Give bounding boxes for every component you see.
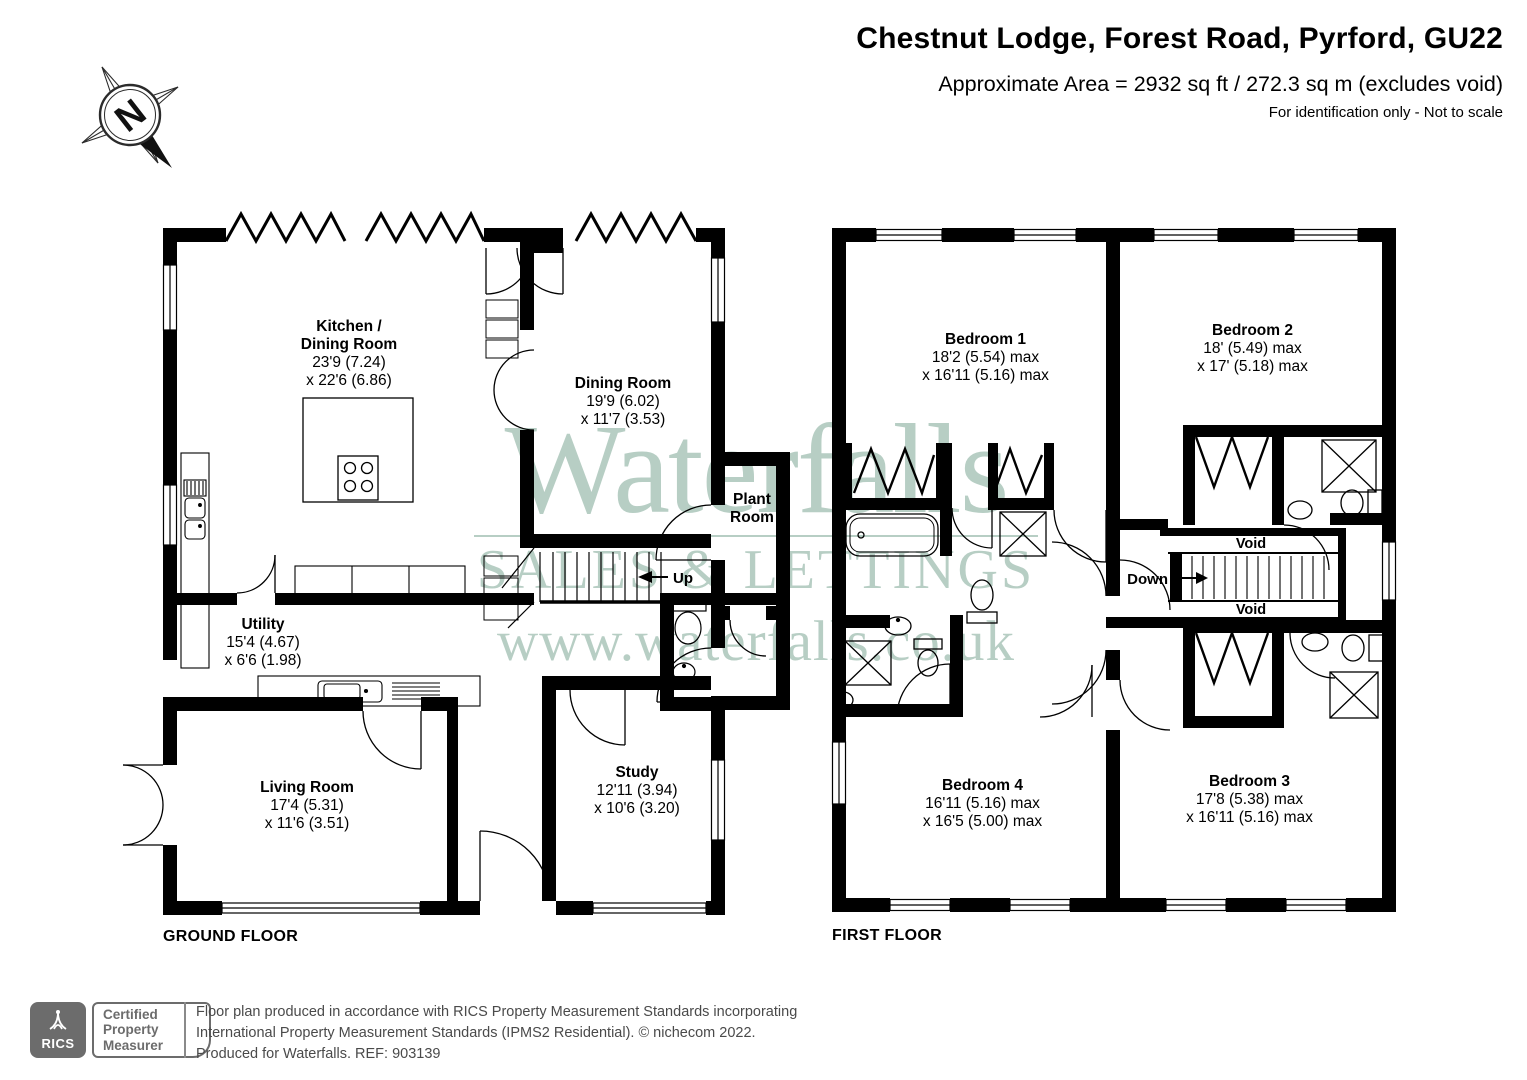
badge-line: Measurer [103,1037,164,1053]
ground-door-arcs [122,247,767,902]
room-label-bedroom-2: Bedroom 2 18' (5.49) max x 17' (5.18) ma… [1197,322,1308,375]
room-label-utility: Utility 15'4 (4.67) x 6'6 (1.98) [224,616,302,669]
ground-floor-label: GROUND FLOOR [163,928,299,945]
down-label: Down [1127,571,1168,588]
room-label-bedroom-4: Bedroom 4 16'11 (5.16) max x 16'5 (5.00)… [922,777,1043,830]
room-label-plant-room: Plant Room [730,491,774,526]
ensuite-fixtures [832,439,1384,719]
footer-line-3: Produced for Waterfalls. REF: 903139 [196,1046,441,1062]
room-label-kitchen-dining: Kitchen / Dining Room 23'9 (7.24) x 22'6… [300,318,398,389]
footer-divider [184,1002,186,1058]
compass-rose-icon: N [81,66,179,168]
void-top-label: Void [1236,536,1266,552]
ground-walls [163,228,790,915]
identification-note: For identification only - Not to scale [1268,104,1503,121]
stairs-up: Up [501,547,693,629]
wc-toilet-icon [669,599,707,682]
utility-sink-counter [257,675,481,707]
first-walls [832,228,1396,912]
badge-line: Certified [103,1006,158,1022]
approximate-area: Approximate Area = 2932 sq ft / 272.3 sq… [938,72,1503,96]
ground-floor-plan: Up [122,210,790,915]
rics-logo: RICS [30,1002,86,1058]
footer-disclaimer: Floor plan produced in accordance with R… [196,1002,797,1065]
first-floor-plan: Down Void Void [831,228,1397,912]
certified-property-measurer-badge: Certified Property Measurer [92,1002,211,1058]
wardrobe-zigzags [852,433,1270,687]
shower-icon [844,439,1379,719]
rics-lyre-icon [49,1010,67,1030]
stairs-down: Down Void Void [1127,536,1338,618]
footer-line-2: International Property Measurement Stand… [196,1025,756,1041]
room-label-living-room: Living Room 17'4 (5.31) x 11'6 (3.51) [260,779,354,832]
up-arrow-icon [638,571,652,583]
kitchen-bench [294,565,466,595]
page-title: Chestnut Lodge, Forest Road, Pyrford, GU… [856,22,1503,55]
rics-org-label: RICS [41,1036,75,1051]
rics-badge: RICS Certified Property Measurer [30,1002,211,1058]
first-windows [831,228,1397,912]
kitchen-counter-sink [180,452,210,669]
first-floor-label: FIRST FLOOR [832,927,942,944]
footer-line-1: Floor plan produced in accordance with R… [196,1004,798,1020]
basin-icon [832,500,1329,709]
room-label-bedroom-3: Bedroom 3 17'8 (5.38) max x 16'11 (5.16)… [1186,773,1313,826]
glazed-opening-zigzags [224,210,698,245]
up-label: Up [673,570,693,587]
ground-windows [162,257,726,914]
room-label-bedroom-1: Bedroom 1 18'2 (5.54) max x 16'11 (5.16)… [922,331,1049,384]
pantry-shelves [483,299,519,621]
room-label-dining-room: Dining Room 19'9 (6.02) x 11'7 (3.53) [574,375,672,428]
kitchen-island [302,397,414,503]
badge-line: Property [103,1022,159,1038]
room-label-study: Study 12'11 (3.94) x 10'6 (3.20) [594,764,680,817]
wc-basin-icon [672,662,696,682]
bath-icon [845,513,939,557]
toilet-icon [913,489,1384,677]
down-arrow-icon [1196,572,1208,584]
void-bottom-label: Void [1236,602,1266,618]
